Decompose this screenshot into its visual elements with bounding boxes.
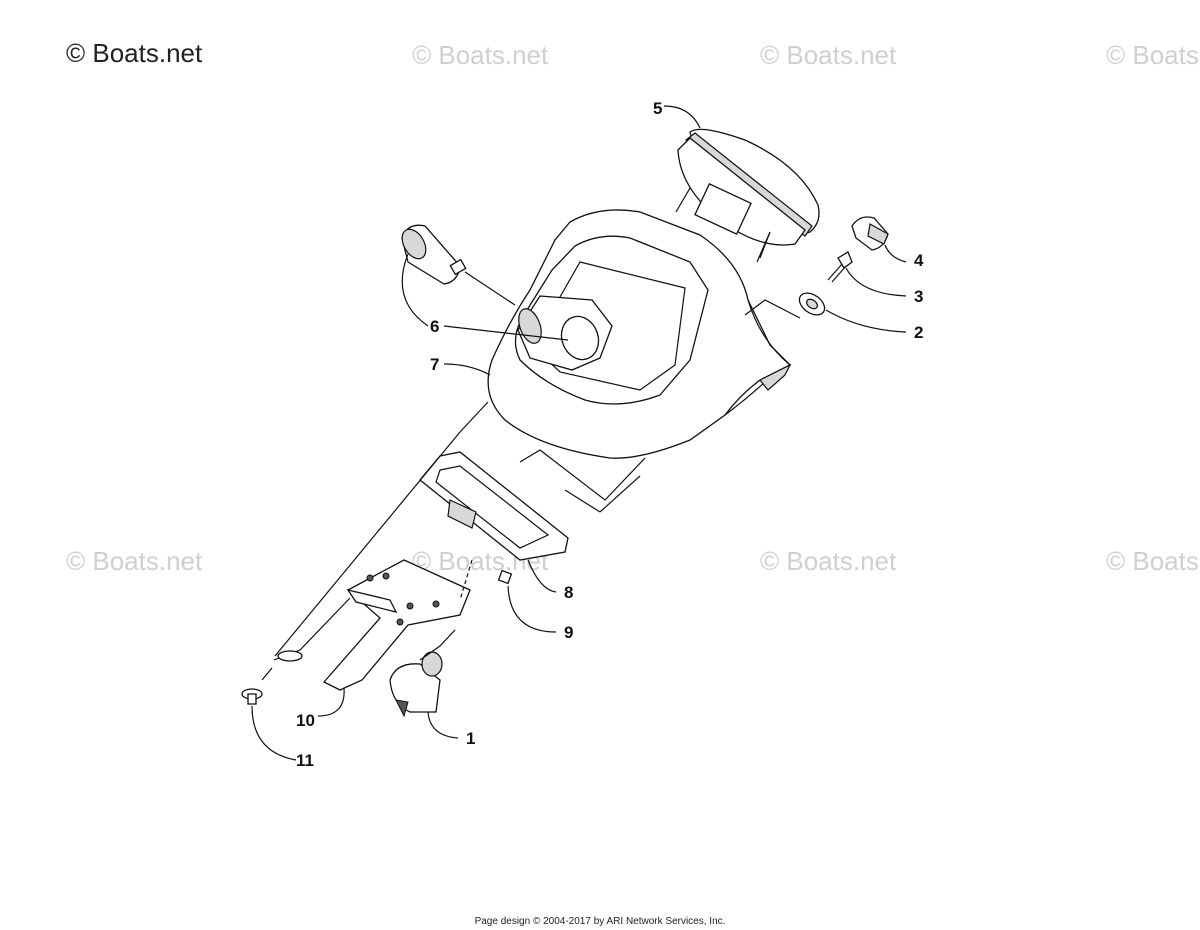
part-gauge[interactable] bbox=[675, 128, 820, 263]
part-key-cap[interactable] bbox=[851, 216, 889, 251]
watermark: © Boats.net bbox=[412, 40, 549, 70]
footer-copyright: Page design © 2004-2017 by ARI Network S… bbox=[474, 916, 726, 927]
watermark: © Boats.net bbox=[760, 546, 897, 576]
part-bracket[interactable] bbox=[273, 559, 471, 691]
part-trim-bezel[interactable] bbox=[419, 451, 569, 561]
watermark: © Boats.net bbox=[66, 546, 203, 576]
callout-5: 5 bbox=[653, 99, 662, 118]
part-instrument-pod[interactable] bbox=[487, 209, 792, 459]
watermark: © Boats.net bbox=[760, 40, 897, 70]
callout-4: 4 bbox=[914, 251, 924, 270]
callout-11: 11 bbox=[296, 751, 314, 770]
callout-1: 1 bbox=[466, 729, 475, 748]
part-clip[interactable] bbox=[497, 569, 513, 585]
part-switch[interactable] bbox=[389, 651, 443, 718]
callout-2: 2 bbox=[914, 323, 923, 342]
brand-logo: © Boats.net bbox=[66, 38, 203, 68]
part-washer[interactable] bbox=[795, 289, 828, 320]
callout-8: 8 bbox=[564, 583, 573, 602]
callout-7: 7 bbox=[430, 355, 439, 374]
callout-10: 10 bbox=[296, 711, 315, 730]
watermark: © Boats.net bbox=[1106, 546, 1200, 576]
callout-6: 6 bbox=[430, 317, 439, 336]
callout-3: 3 bbox=[914, 287, 923, 306]
watermark: © Boats.net bbox=[1106, 40, 1200, 70]
callout-9: 9 bbox=[564, 623, 573, 642]
part-push-rivet[interactable] bbox=[241, 667, 273, 705]
part-key[interactable] bbox=[827, 251, 853, 283]
